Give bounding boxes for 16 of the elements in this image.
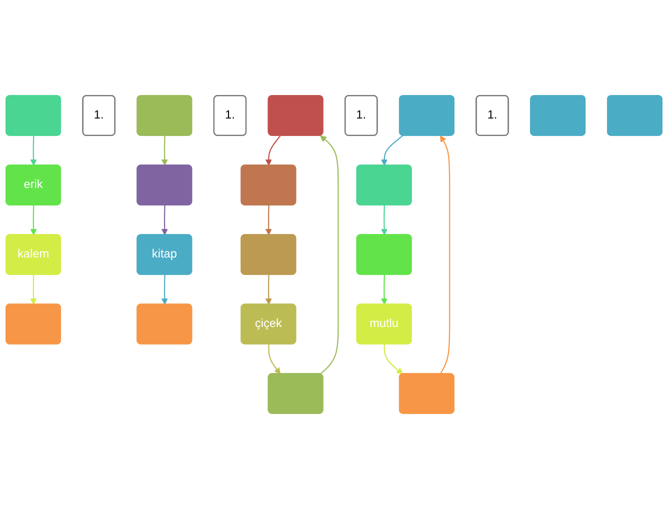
arrow <box>161 136 168 166</box>
arrow <box>440 136 450 374</box>
arrow <box>265 274 272 305</box>
arrow <box>30 136 37 166</box>
arrow <box>265 205 272 236</box>
arrow <box>384 344 403 374</box>
arrow <box>268 344 281 374</box>
arrow <box>30 205 37 236</box>
arrow <box>381 135 403 166</box>
arrow <box>381 205 388 236</box>
arrow <box>161 205 168 236</box>
arrow <box>30 274 37 305</box>
arrow <box>320 135 339 374</box>
arrow <box>161 274 168 305</box>
arrow <box>381 274 388 305</box>
arrow <box>265 135 281 166</box>
